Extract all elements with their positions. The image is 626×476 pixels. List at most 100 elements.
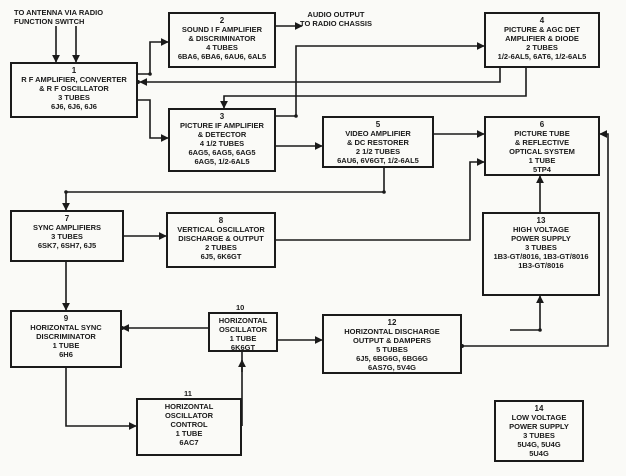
audio-note: AUDIO OUTPUT TO RADIO CHASSIS — [300, 10, 372, 28]
block-line: SYNC AMPLIFIERS — [32, 223, 102, 232]
block-4-picture-agc-detector: 4 PICTURE & AGC DET AMPLIFIER & DIODE 2 … — [484, 12, 600, 68]
block-13-high-voltage-supply: 13 HIGH VOLTAGE POWER SUPPLY 3 TUBES 1B3… — [482, 212, 600, 296]
block-line: & DC RESTORER — [347, 138, 409, 147]
block-number: 12 — [387, 318, 397, 327]
block-line: OSCILLATOR — [218, 325, 268, 334]
block-line: CONTROL — [170, 420, 208, 429]
wire-5-to-7 — [62, 168, 385, 211]
block-line: 6H6 — [59, 350, 73, 359]
wire-12-to-13 — [510, 295, 544, 331]
wire-1-to-2 — [138, 38, 169, 75]
block-line: 2 1/2 TUBES — [355, 147, 401, 156]
block-line: 6K6GT — [230, 343, 256, 352]
block-number: 5 — [375, 120, 381, 129]
block-8-vertical-oscillator: 8 VERTICAL OSCILLATOR DISCHARGE & OUTPUT… — [166, 212, 276, 268]
block-line: 5TP4 — [533, 165, 551, 174]
block-line: 1 TUBE — [229, 334, 257, 343]
block-line: 6AU6, 6V6GT, 1/2-6AL5 — [337, 156, 419, 165]
wire-8-to-6 — [276, 158, 485, 241]
block-line: VERTICAL OSCILLATOR — [177, 225, 265, 234]
block-6-picture-tube: 6 PICTURE TUBE & REFLECTIVE OPTICAL SYST… — [484, 116, 600, 176]
wire-3-to-4 — [276, 42, 485, 117]
block-line: OUTPUT & DAMPERS — [353, 336, 431, 345]
block-line: HORIZONTAL SYNC — [30, 323, 102, 332]
block-7-sync-amplifiers: 7 SYNC AMPLIFIERS 3 TUBES 6SK7, 6SH7, 6J… — [10, 210, 124, 262]
block-1-rf-amplifier: 1 R F AMPLIFIER, CONVERTER & R F OSCILLA… — [10, 62, 138, 118]
block-line: 4 TUBES — [206, 43, 238, 52]
wire-4-to-1-agc — [139, 68, 501, 86]
block-line: PICTURE TUBE — [514, 129, 570, 138]
block-line: HORIZONTAL — [218, 316, 268, 325]
block-line: PICTURE & AGC DET — [504, 25, 580, 34]
block-line: 6J5, 6K6GT — [200, 252, 242, 261]
block-line: 6AG5, 6AG5, 6AG5 — [188, 148, 256, 157]
antenna-note: TO ANTENNA VIA RADIO FUNCTION SWITCH — [14, 8, 103, 26]
block-line: 5 TUBES — [376, 345, 408, 354]
block-line: 3 TUBES — [58, 93, 90, 102]
block-number: 13 — [536, 216, 546, 225]
block-line: R F AMPLIFIER, CONVERTER — [21, 75, 127, 84]
block-number: 14 — [534, 404, 544, 413]
block-9-horizontal-sync-discriminator: 9 HORIZONTAL SYNC DISCRIMINATOR 1 TUBE 6… — [10, 310, 122, 368]
wire-1-to-3 — [138, 99, 169, 142]
audio-note-line-1: AUDIO OUTPUT — [307, 10, 365, 19]
block-number: 1 — [71, 66, 77, 75]
antenna-note-line-1: TO ANTENNA VIA RADIO — [14, 8, 104, 17]
block-11-horizontal-oscillator-control: 11 HORIZONTAL OSCILLATOR CONTROL 1 TUBE … — [136, 398, 242, 456]
wire-12-to-6 — [462, 130, 609, 347]
block-line: SOUND I F AMPLIFIER — [181, 25, 263, 34]
block-number: 2 — [219, 16, 225, 25]
block-10-horizontal-oscillator: 10 HORIZONTAL OSCILLATOR 1 TUBE 6K6GT — [208, 312, 278, 352]
block-line: 6AC7 — [179, 438, 199, 447]
block-line: OSCILLATOR — [164, 411, 214, 420]
block-line: DISCHARGE & OUTPUT — [178, 234, 264, 243]
block-line: 4 1/2 TUBES — [199, 139, 245, 148]
block-line: 1 TUBE — [528, 156, 556, 165]
block-line: VIDEO AMPLIFIER — [345, 129, 411, 138]
wire-9-to-11 — [65, 368, 137, 430]
block-line: HORIZONTAL — [164, 402, 214, 411]
block-line: LOW VOLTAGE — [511, 413, 567, 422]
block-line: POWER SUPPLY — [511, 234, 571, 243]
block-line: 5U4G — [529, 449, 549, 458]
block-line: 2 TUBES — [205, 243, 237, 252]
block-line: 1 TUBE — [52, 341, 80, 350]
block-line: 3 TUBES — [51, 232, 83, 241]
block-line: 6AG5, 1/2-6AL5 — [194, 157, 250, 166]
block-number: 3 — [219, 112, 225, 121]
block-line: 6J6, 6J6, 6J6 — [51, 102, 97, 111]
block-line: 3 TUBES — [523, 431, 555, 440]
wire-4-to-3-agc — [220, 68, 527, 109]
block-line: & R F OSCILLATOR — [39, 84, 109, 93]
block-line: 1 TUBE — [175, 429, 203, 438]
block-line: 3 TUBES — [525, 243, 557, 252]
block-10-number: 10 — [234, 303, 247, 312]
block-line: HORIZONTAL DISCHARGE — [344, 327, 440, 336]
block-number: 6 — [539, 120, 545, 129]
block-line: 1/2-6AL5, 6AT6, 1/2-6AL5 — [497, 52, 587, 61]
block-line: & DETECTOR — [197, 130, 247, 139]
block-11-number: 11 — [182, 389, 194, 398]
block-14-low-voltage-supply: 14 LOW VOLTAGE POWER SUPPLY 3 TUBES 5U4G… — [494, 400, 584, 462]
block-line: 2 TUBES — [526, 43, 558, 52]
block-line: 6AS7G, 5V4G — [368, 363, 416, 372]
block-line: 6J5, 6BG6G, 6BG6G — [356, 354, 428, 363]
block-line: & DISCRIMINATOR — [188, 34, 256, 43]
block-line: DISCRIMINATOR — [36, 332, 96, 341]
block-number: 4 — [539, 16, 545, 25]
block-line: HIGH VOLTAGE — [513, 225, 569, 234]
block-3-picture-if-amplifier: 3 PICTURE IF AMPLIFIER & DETECTOR 4 1/2 … — [168, 108, 276, 172]
block-5-video-amplifier: 5 VIDEO AMPLIFIER & DC RESTORER 2 1/2 TU… — [322, 116, 434, 168]
block-line: 1B3-GT/8016, 1B3-GT/8016 — [493, 252, 589, 261]
block-line: POWER SUPPLY — [509, 422, 569, 431]
block-line: AMPLIFIER & DIODE — [505, 34, 579, 43]
block-line: 1B3-GT/8016 — [518, 261, 564, 270]
block-number: 8 — [218, 216, 224, 225]
block-number: 7 — [64, 214, 70, 223]
block-line: OPTICAL SYSTEM — [509, 147, 575, 156]
block-number: 9 — [63, 314, 69, 323]
block-line: & REFLECTIVE — [514, 138, 570, 147]
block-line: 6SK7, 6SH7, 6J5 — [37, 241, 97, 250]
